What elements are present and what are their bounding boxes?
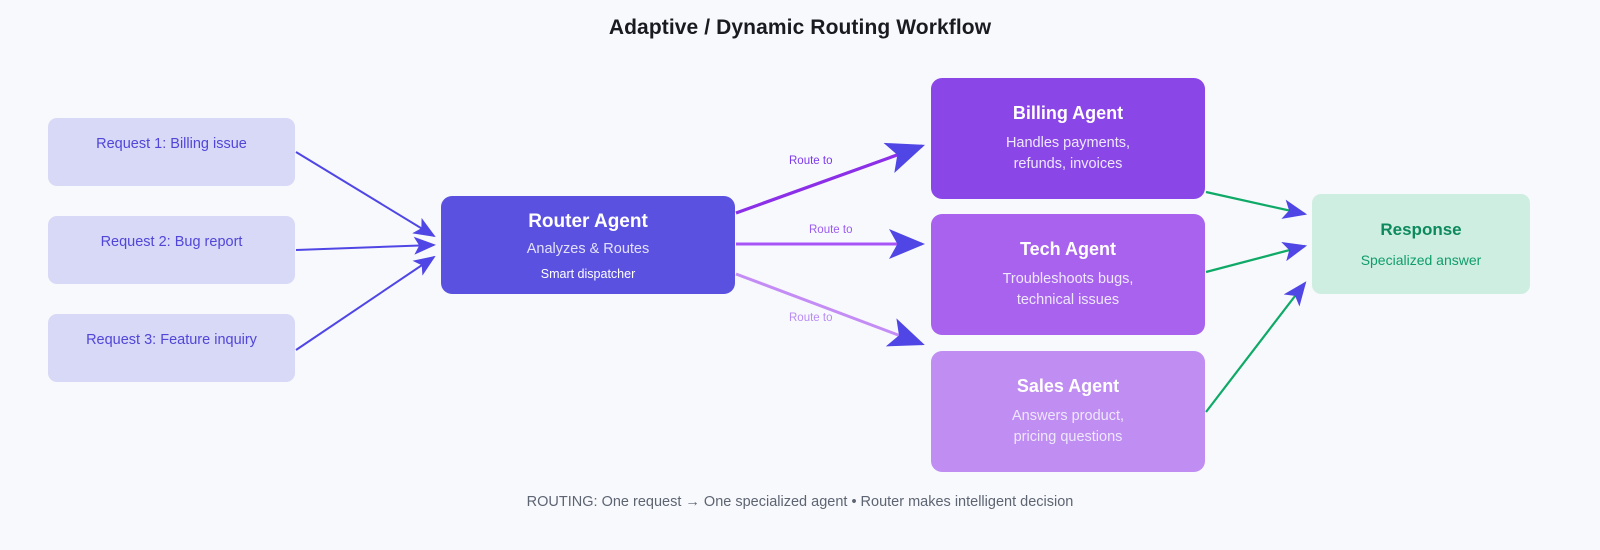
router-subtitle: Analyzes & Routes	[526, 241, 650, 257]
billing-agent-node[interactable]: Billing Agent Handles payments, refunds,…	[931, 78, 1205, 199]
edge-request3-router	[295, 255, 436, 351]
agent-description-line1: Handles payments,	[1005, 134, 1131, 151]
request-node-2[interactable]: Request 2: Bug report	[48, 216, 295, 284]
edge-tech-response	[1205, 242, 1308, 274]
agent-description-line2: pricing questions	[1013, 428, 1123, 445]
request-label: Request 2: Bug report	[100, 234, 243, 250]
response-node[interactable]: Response Specialized answer	[1312, 194, 1530, 294]
agent-description-line2: technical issues	[1016, 291, 1120, 308]
request-label: Request 1: Billing issue	[96, 136, 247, 152]
agent-title: Sales Agent	[1016, 375, 1120, 396]
page-title: Adaptive / Dynamic Routing Workflow	[608, 16, 992, 39]
router-agent-node[interactable]: Router Agent Analyzes & Routes Smart dis…	[441, 196, 735, 294]
agent-title: Billing Agent	[1012, 102, 1124, 123]
agent-description: Handles payments, refunds, invoices	[1006, 133, 1130, 174]
sales-agent-node[interactable]: Sales Agent Answers product, pricing que…	[931, 351, 1205, 472]
agent-description-line1: Answers product,	[1011, 407, 1125, 424]
edge-request2-router	[295, 236, 436, 255]
footer-caption: ROUTING: One request → One specialized a…	[526, 494, 1074, 510]
edge-billing-response	[1205, 190, 1308, 219]
edge-request1-router	[295, 151, 436, 238]
request-node-3[interactable]: Request 3: Feature inquiry	[48, 314, 295, 382]
edge-sales-response	[1205, 281, 1307, 413]
router-title: Router Agent	[528, 211, 648, 232]
response-title: Response	[1380, 220, 1462, 239]
agent-description: Troubleshoots bugs, technical issues	[1003, 269, 1134, 310]
request-label: Request 3: Feature inquiry	[86, 332, 257, 348]
edge-label-route-to-billing: Route to	[789, 155, 833, 167]
agent-title: Tech Agent	[1019, 238, 1116, 259]
agent-description: Answers product, pricing questions	[1012, 406, 1124, 447]
edge-router-sales	[735, 272, 925, 347]
tech-agent-node[interactable]: Tech Agent Troubleshoots bugs, technical…	[931, 214, 1205, 335]
router-note: Smart dispatcher	[540, 267, 636, 281]
edge-label-route-to-sales: Route to	[789, 312, 833, 324]
response-subtitle: Specialized answer	[1360, 252, 1482, 268]
agent-description-line2: refunds, invoices	[1013, 155, 1123, 172]
agent-description-line1: Troubleshoots bugs,	[1002, 270, 1134, 287]
request-node-1[interactable]: Request 1: Billing issue	[48, 118, 295, 186]
edge-label-route-to-tech: Route to	[809, 224, 853, 236]
